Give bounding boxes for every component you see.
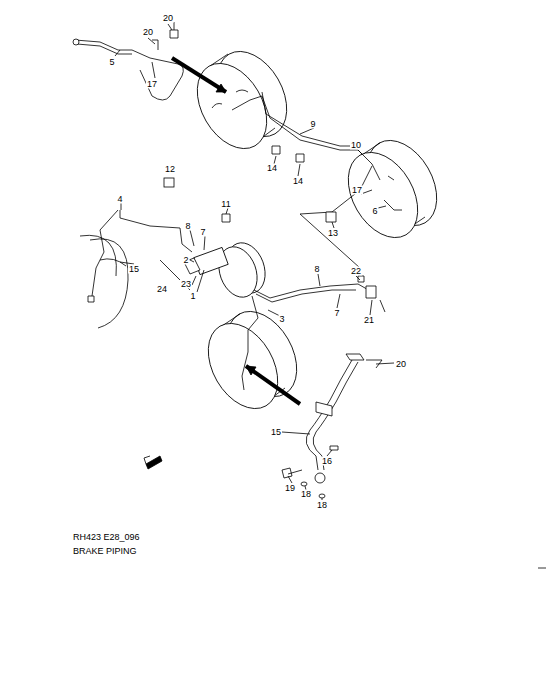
callout-number: 20 bbox=[395, 360, 407, 369]
callout-number: 14 bbox=[266, 164, 278, 173]
callout-number: 18 bbox=[300, 490, 312, 499]
callout-number: 9 bbox=[309, 120, 316, 129]
callout-number: 15 bbox=[128, 265, 140, 274]
callout-number: 17 bbox=[351, 186, 363, 195]
callout-number: 8 bbox=[184, 222, 191, 231]
callout-number: 6 bbox=[371, 207, 378, 216]
callout-number: 3 bbox=[278, 315, 285, 324]
callout-number: 14 bbox=[292, 177, 304, 186]
callout-number: 24 bbox=[156, 285, 168, 294]
callout-number: 18 bbox=[316, 501, 328, 510]
callout-number: 20 bbox=[162, 14, 174, 23]
callout-number: 2 bbox=[182, 256, 189, 265]
callout-number: 7 bbox=[333, 309, 340, 318]
callout-number: 20 bbox=[142, 28, 154, 37]
callout-number: 17 bbox=[146, 80, 158, 89]
callout-number: 8 bbox=[313, 265, 320, 274]
callout-number: 10 bbox=[350, 141, 362, 150]
callout-number: 23 bbox=[180, 280, 192, 289]
callout-number: 11 bbox=[220, 200, 231, 209]
callout-number: 12 bbox=[164, 165, 176, 174]
callout-number: 5 bbox=[108, 58, 115, 67]
callout-number: 4 bbox=[116, 195, 123, 204]
callout-number: 13 bbox=[327, 229, 339, 238]
footer-text: BRAKE PIPING bbox=[72, 547, 138, 556]
callout-number: 16 bbox=[321, 457, 333, 466]
footer-text: RH423 E28_096 bbox=[72, 533, 141, 542]
callout-number: 22 bbox=[350, 267, 362, 276]
callout-number: 21 bbox=[363, 316, 375, 325]
callout-number: 19 bbox=[284, 484, 296, 493]
callout-number: 15 bbox=[270, 428, 282, 437]
callout-number: 7 bbox=[199, 228, 206, 237]
callout-number: 1 bbox=[189, 292, 196, 301]
